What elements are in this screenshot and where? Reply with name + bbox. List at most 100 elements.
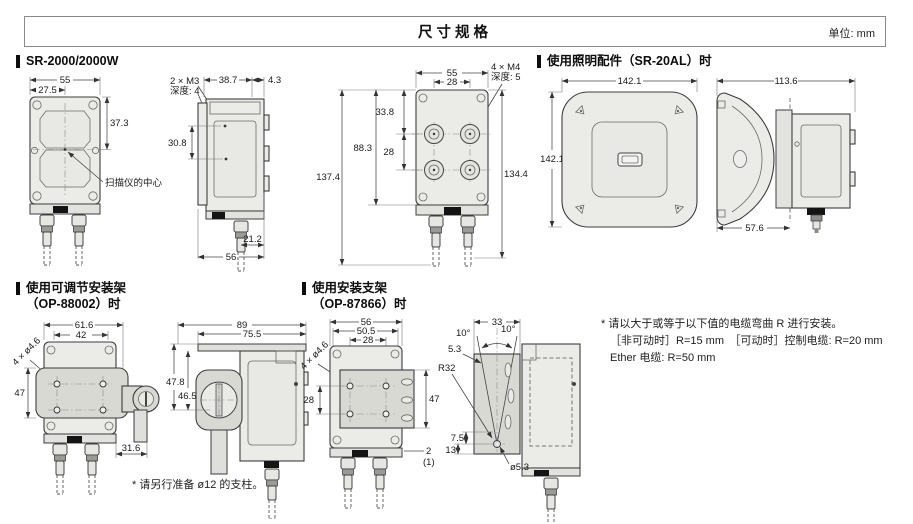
cable xyxy=(372,457,388,509)
dim-total-depth: 56 xyxy=(226,252,237,263)
dim-width-inner: 75.5 xyxy=(243,329,262,340)
dim-d2: 13 xyxy=(445,445,456,456)
dim-center-height: 37.3 xyxy=(110,118,129,129)
cable xyxy=(52,443,68,495)
dim-width: 113.6 xyxy=(774,76,797,87)
dim-height: 142.1 xyxy=(540,154,564,165)
dim-hole-top: 33.8 xyxy=(376,107,395,118)
dim-angle-right: 10° xyxy=(501,324,516,335)
cable xyxy=(543,477,559,522)
dim-cable-height: 134.4 xyxy=(504,169,528,180)
dim-hole-pitch-x: 28 xyxy=(447,77,458,88)
scanner-side-outline xyxy=(197,98,270,220)
section-title-op87866: 使用安装支架 （OP-87866）时 xyxy=(302,281,406,312)
cable-bend-note: * 请以大于或等于以下值的电缆弯曲 R 进行安装。 ［非可动时］R=15 mm … xyxy=(601,316,903,367)
section-title-line2: （OP-88002）时 xyxy=(26,296,121,311)
dim-width: 55 xyxy=(447,68,458,79)
cable xyxy=(428,215,444,267)
cable xyxy=(39,214,55,266)
hole-spec-label: 4 × ø4.6 xyxy=(300,340,331,373)
dim-width2: 50.5 xyxy=(357,326,376,337)
bracket-front-outline xyxy=(35,341,160,444)
sr2000-rear-view-drawing: 55 28 4 × M4 深度: 5 33.8 28 88 xyxy=(316,62,528,267)
screw-spec-label: 2 × M3 xyxy=(170,76,199,87)
dim-plate-height: 47 xyxy=(429,394,440,405)
scanner-rear-outline xyxy=(412,89,492,216)
dim-body-height: 88.3 xyxy=(354,143,373,154)
section-bar-icon xyxy=(302,282,306,295)
section-title-line2: （OP-87866）时 xyxy=(312,296,407,311)
sr20al-front-view-drawing: 142.1 142.1 xyxy=(540,76,698,228)
light-unit-front-outline xyxy=(561,91,698,228)
cable xyxy=(340,457,356,509)
dim-width-inner: 27.5 xyxy=(38,85,57,96)
dim-angle-left: 10° xyxy=(456,328,471,339)
dim-width: 89 xyxy=(237,320,248,331)
bracket-side-outline xyxy=(195,343,309,475)
op87866-side-view-drawing: 33 10° 10° 5.3 R32 7.5 13 ø xyxy=(438,317,581,522)
sr2000-front-view-drawing: 55 27.5 37.3 扫描仪的中心 xyxy=(29,75,163,266)
sr20al-side-view-drawing: 113.6 57.6 xyxy=(716,76,856,234)
dim-width: 61.6 xyxy=(75,320,94,331)
dim-hole-dia: ø5.3 xyxy=(510,462,529,473)
section-title-sr20al: 使用照明配件（SR-20AL）时 xyxy=(537,54,712,70)
dim-width-inner: 42 xyxy=(76,330,87,341)
dim-width: 33 xyxy=(492,317,503,328)
screw-spec-label: 4 × M4 xyxy=(491,62,520,73)
op88002-footnote: * 请另行准备 ø12 的支柱。 xyxy=(132,479,264,491)
dim-hole-pitch-x: 28 xyxy=(363,335,374,346)
cable-bend-note-line3: Ether 电缆: R=50 mm xyxy=(610,352,716,365)
screw-depth-label: 深度: 5 xyxy=(491,71,521,83)
dim-hole-pitch-y: 28 xyxy=(383,147,394,158)
dim-d1: 7.5 xyxy=(451,433,464,444)
sr2000-side-view-drawing: 2 × M3 深度: 4 38.7 4.3 30.8 21.2 xyxy=(168,75,281,272)
dim-body-depth: 38.7 xyxy=(219,75,238,86)
cable-bend-note-line1: * 请以大于或等于以下值的电缆弯曲 R 进行安装。 xyxy=(601,318,843,330)
dim-total-height: 137.4 xyxy=(316,172,340,183)
dim-height-inner: 46.5 xyxy=(178,391,197,402)
dim-width: 56 xyxy=(361,317,372,328)
page-title: 尺寸规格 xyxy=(418,25,492,41)
section-title-op88002: 使用可调节安装架 （OP-88002）时 xyxy=(16,281,126,312)
scanner-front-outline xyxy=(29,96,101,215)
dim-cable-offset: 21.2 xyxy=(243,234,262,245)
dim-width: 142.1 xyxy=(618,76,642,87)
cable xyxy=(84,443,100,495)
unit-label: 单位: mm xyxy=(828,28,875,40)
hole-spec-label: 4 × ø4.6 xyxy=(10,336,43,369)
section-bar-icon xyxy=(537,55,541,68)
scanner-center-label: 扫描仪的中心 xyxy=(105,177,163,189)
section-title-line1: 使用安装支架 xyxy=(312,281,388,295)
mounting-hole xyxy=(424,124,480,180)
page-header: 尺寸规格 单位: mm xyxy=(24,16,886,47)
section-bar-icon xyxy=(16,55,20,68)
bracket-side-outline xyxy=(473,328,581,477)
dim-height: 47.8 xyxy=(166,377,185,388)
dim-gap-ref: (1) xyxy=(423,457,435,468)
section-bar-icon xyxy=(16,282,20,295)
bracket-front-outline xyxy=(329,345,415,458)
cable xyxy=(460,215,476,267)
dim-offset: 5.3 xyxy=(448,344,461,355)
section-title-sr2000: SR-2000/2000W xyxy=(16,54,118,70)
dim-gap: 2 xyxy=(426,446,431,457)
section-title-text: SR-2000/2000W xyxy=(26,54,119,68)
cable-bend-note-line2: ［非可动时］R=15 mm ［可动时］控制电缆: R=20 mm xyxy=(610,335,883,348)
section-title-line1: 使用可调节安装架 xyxy=(26,281,127,295)
section-title-text: 使用照明配件（SR-20AL）时 xyxy=(547,54,712,68)
cable xyxy=(264,468,280,519)
op88002-side-view-drawing: 89 75.5 47.8 46.5 xyxy=(166,320,309,519)
dim-hole-pitch: 30.8 xyxy=(168,138,187,149)
dim-dome-depth: 57.6 xyxy=(745,223,764,234)
op87866-front-view-drawing: 56 50.5 28 4 × ø4.6 28 47 xyxy=(300,317,440,509)
op88002-front-view-drawing: 61.6 42 4 × ø4.6 47 xyxy=(10,320,160,495)
dim-height: 47 xyxy=(14,388,25,399)
dim-width: 55 xyxy=(60,75,71,86)
cable xyxy=(71,214,87,266)
light-unit-side-outline xyxy=(716,92,856,233)
dim-hole-pitch-y: 28 xyxy=(303,395,314,406)
screw-depth-label: 深度: 4 xyxy=(170,85,200,97)
dim-lens: 4.3 xyxy=(268,75,281,86)
dim-radius: R32 xyxy=(438,363,455,374)
